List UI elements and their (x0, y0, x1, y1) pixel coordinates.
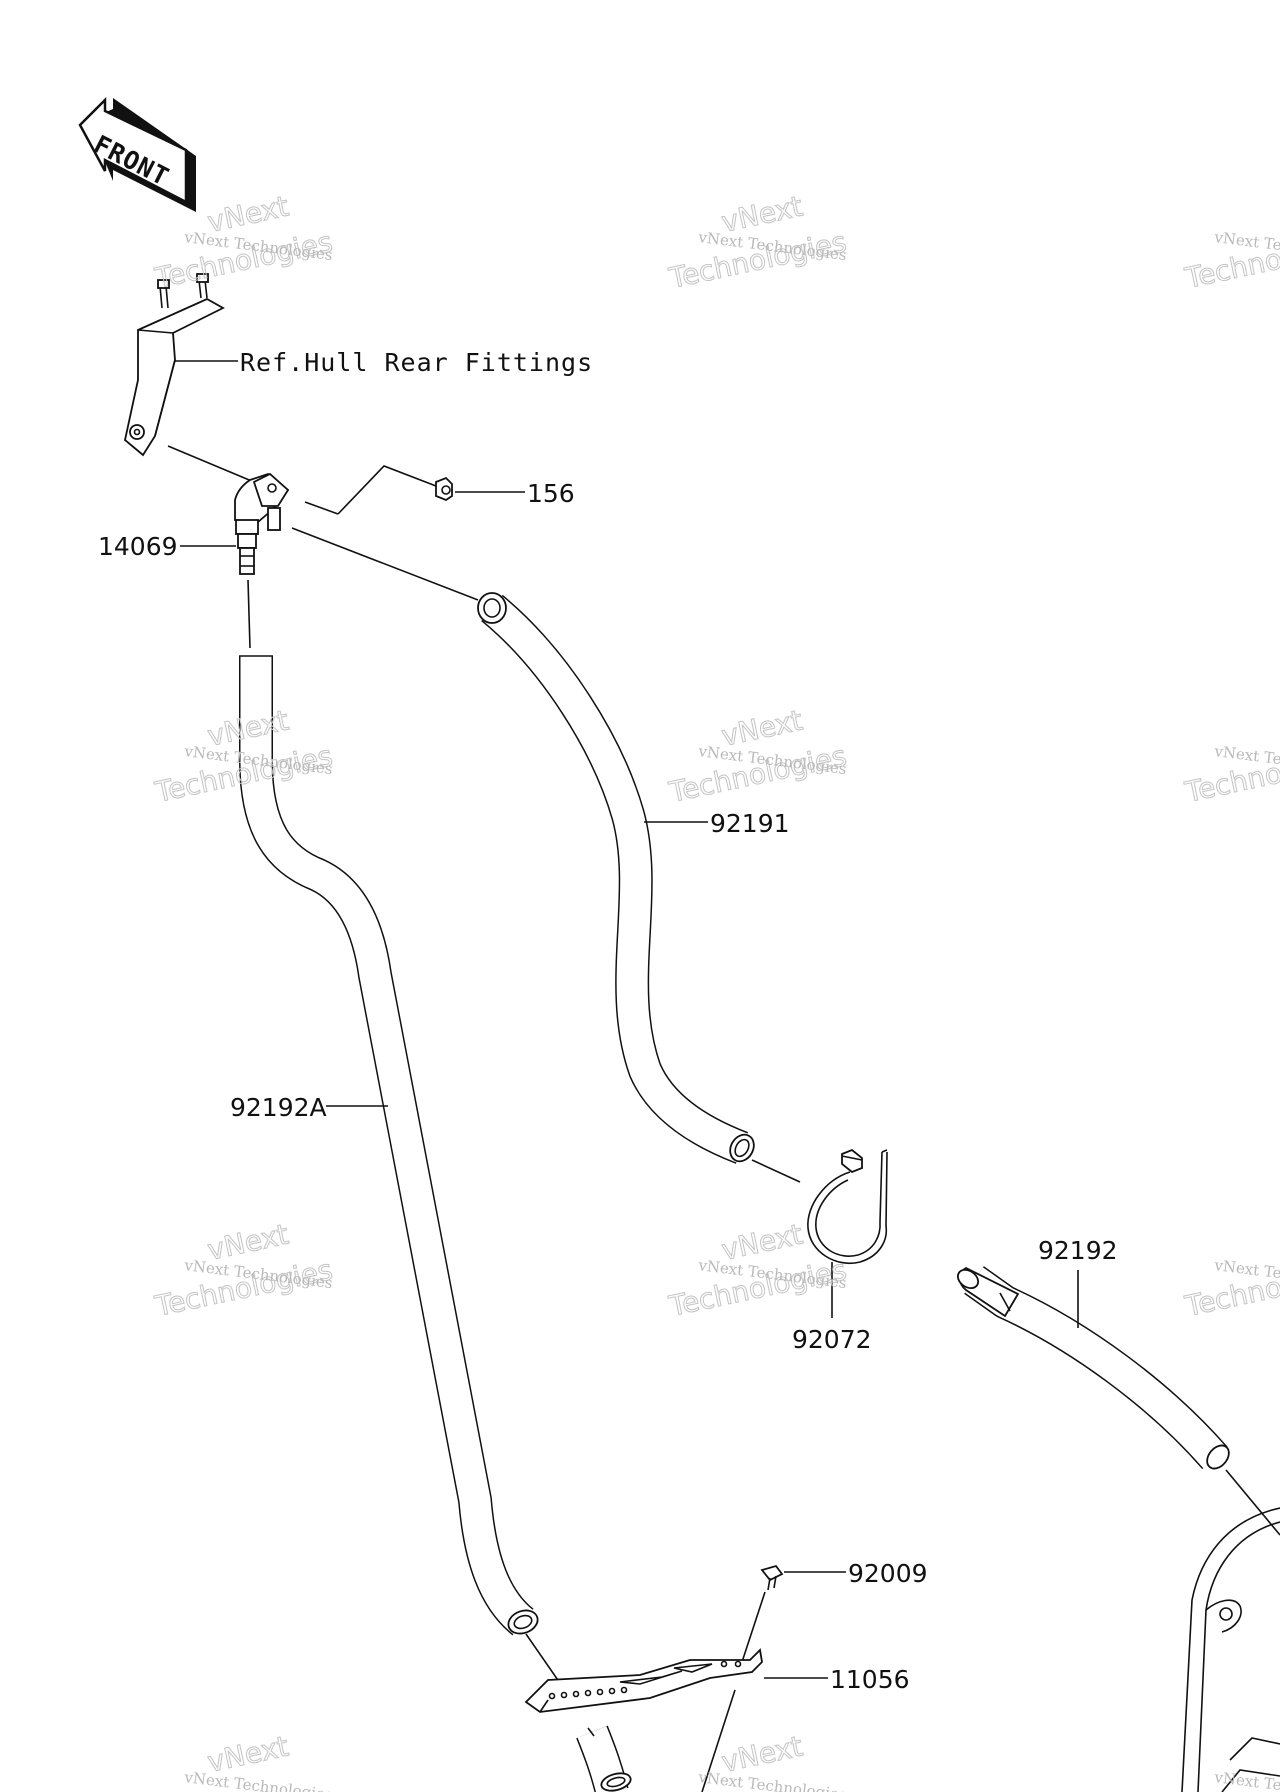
watermark-4: Technologies vNext vNext Technologies (151, 703, 336, 809)
label-92192: 92192 (1038, 1236, 1118, 1265)
hose-end-bottom (576, 1725, 632, 1792)
label-92072: 92072 (792, 1325, 872, 1354)
watermark-3: Technologies vNext Technologies (1181, 225, 1280, 296)
hose-92191 (477, 592, 755, 1164)
watermark-8: Technologies vNext vNext Technologies (665, 1217, 850, 1323)
hose-92192a (239, 655, 539, 1636)
watermark-6: Technologies vNext Technologies (1181, 739, 1280, 810)
label-156: 156 (527, 479, 575, 508)
label-14069: 14069 (98, 532, 178, 561)
screw-156 (435, 476, 453, 502)
watermark-1: Technologies vNext vNext Technologies (151, 189, 336, 295)
svg-text:vNext Technologies: vNext Technologies (1213, 1768, 1280, 1792)
watermark-5: Technologies vNext vNext Technologies (665, 703, 850, 809)
partial-housing (1181, 1507, 1280, 1792)
elbow-fitting (234, 472, 290, 575)
strap-11056 (524, 1648, 763, 1713)
label-92009: 92009 (848, 1559, 928, 1588)
ref-hull-label: Ref.Hull Rear Fittings (240, 348, 593, 377)
watermark-2: Technologies vNext vNext Technologies (665, 189, 850, 295)
watermark-9: Technologies vNext Technologies (1181, 1253, 1280, 1324)
label-11056: 11056 (830, 1665, 910, 1694)
hose-92192 (956, 1266, 1230, 1470)
screw-92009 (760, 1564, 784, 1591)
svg-text:vNext Technologies: vNext Technologies (697, 1768, 848, 1792)
svg-text:vNext Technologies: vNext Technologies (183, 1768, 334, 1792)
clamp-92072 (807, 1148, 888, 1265)
label-92191: 92191 (710, 809, 790, 838)
hull-bracket (124, 273, 225, 457)
watermark-7: Technologies vNext vNext Technologies (151, 1217, 336, 1323)
watermark-12: vNext Technologies (1213, 1768, 1280, 1792)
front-arrow-icon: FRONT (78, 96, 196, 212)
label-92192a: 92192A (230, 1093, 327, 1122)
watermark-10: vNext vNext Technologies (183, 1729, 334, 1792)
